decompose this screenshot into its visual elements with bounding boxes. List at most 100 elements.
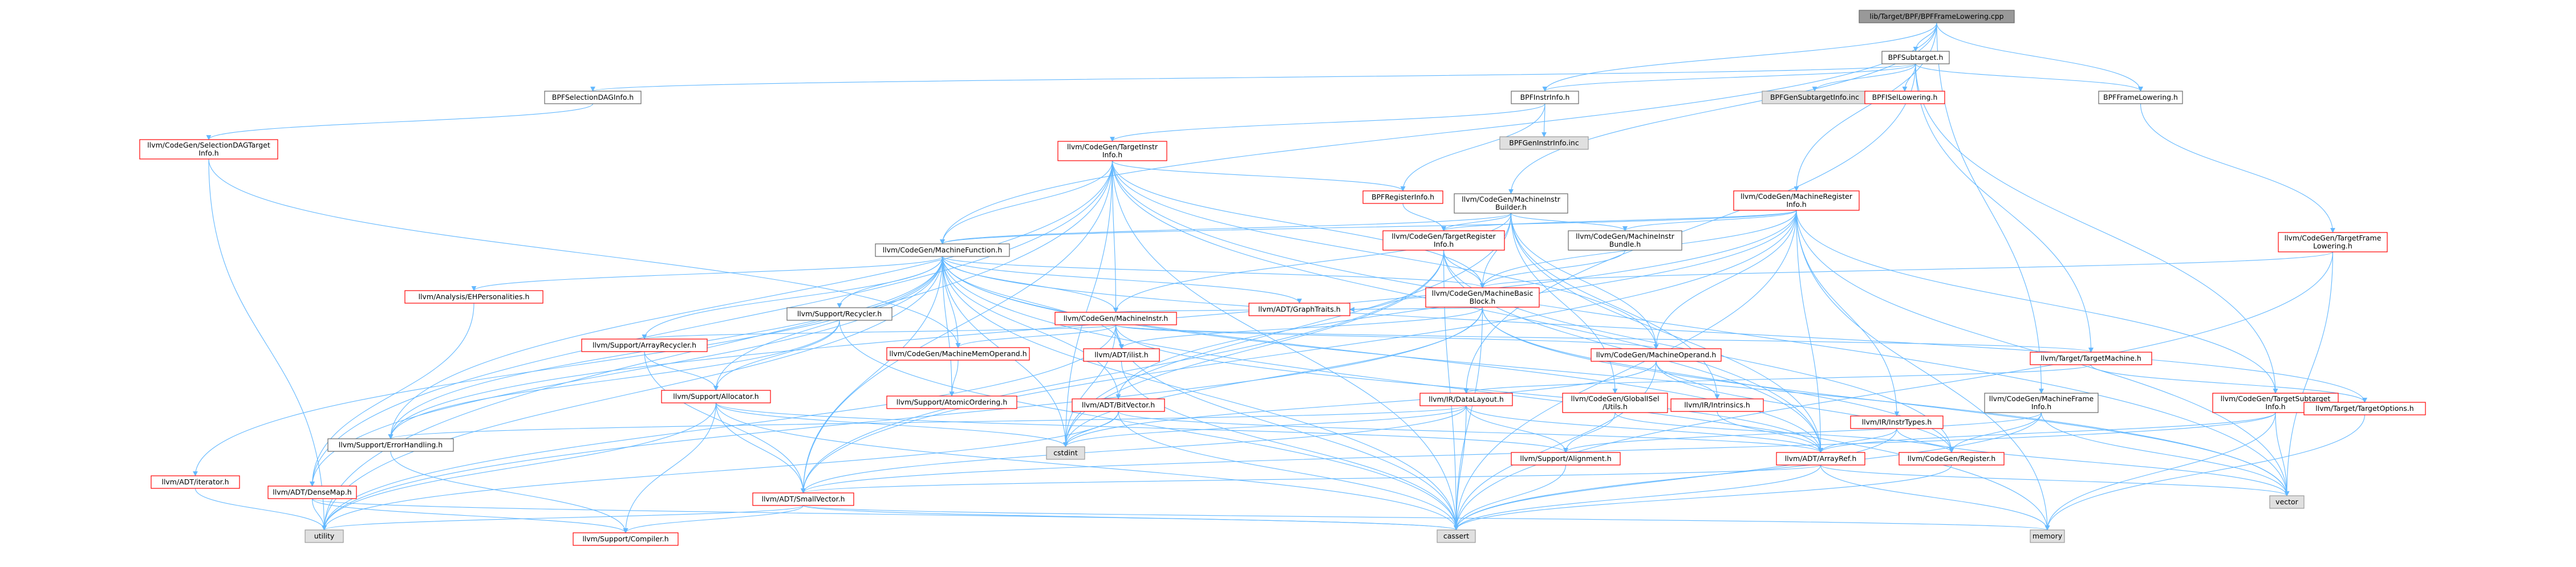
node-label: BPFInstrInfo.h — [1520, 93, 1570, 101]
node-box — [573, 532, 679, 546]
node-topts[interactable]: llvm/Target/TargetOptions.h — [2303, 402, 2426, 415]
node-label: llvm/CodeGen/MachineInstr — [1576, 232, 1675, 240]
edge-arrayref-to-cassert — [1454, 464, 1822, 531]
node-cgmf[interactable]: llvm/CodeGen/MachineFunction.h — [875, 243, 1010, 257]
node-label: llvm/IR/Intrinsics.h — [1684, 401, 1750, 409]
node-memory[interactable]: memory — [2030, 529, 2065, 543]
node-atomicord[interactable]: llvm/Support/AtomicOrdering.h — [886, 395, 1017, 409]
edge-gisel-to-cgreg — [1614, 412, 1954, 453]
node-label: llvm/Support/Alignment.h — [1520, 454, 1611, 463]
node-cstdint[interactable]: cstdint — [1046, 446, 1085, 460]
edge-cgmf-to-ehpers — [471, 256, 943, 291]
node-label: llvm/CodeGen/TargetRegister — [1392, 232, 1496, 240]
node-alignment[interactable]: llvm/Support/Alignment.h — [1511, 452, 1621, 466]
edge-cgtii-to-densemap — [310, 160, 1113, 487]
edge-cgreg-to-cassert — [1454, 464, 1952, 531]
edge-cgmri-to-cgmibundle — [1622, 210, 1797, 231]
node-graphtraits[interactable]: llvm/ADT/GraphTraits.h — [1248, 303, 1350, 316]
node-densemap[interactable]: llvm/ADT/DenseMap.h — [267, 486, 357, 499]
node-label: BPFGenSubtargetInfo.inc — [1770, 93, 1859, 101]
edge-cgseldag-to-cgmmo — [208, 158, 961, 348]
node-bpfframelow[interactable]: BPFFrameLowering.h — [2098, 91, 2183, 104]
edge-cgmri-to-cgmo — [1653, 210, 1797, 349]
node-cgmo[interactable]: llvm/CodeGen/MachineOperand.h — [1591, 348, 1722, 362]
edge-irinstr-to-vector — [1896, 428, 2290, 496]
edge-cgmi-to-tm — [1115, 324, 2094, 353]
edge-datalayout-to-errhandling — [388, 405, 1467, 439]
node-bpfgensubinc[interactable]: BPFGenSubtargetInfo.inc — [1762, 91, 1868, 104]
node-label: llvm/ADT/ilist.h — [1094, 350, 1148, 359]
node-bpfreginfo[interactable]: BPFRegisterInfo.h — [1362, 190, 1443, 204]
node-label: cassert — [1443, 532, 1469, 540]
node-adtiter[interactable]: llvm/ADT/iterator.h — [151, 475, 240, 489]
edge-cgtii-to-cgmi — [1111, 160, 1118, 313]
node-root[interactable]: lib/Target/BPF/BPFFrameLowering.cpp — [1859, 10, 2015, 23]
edge-bitvector-to-cassert — [1118, 411, 1459, 531]
node-label: llvm/ADT/GraphTraits.h — [1258, 305, 1340, 313]
node-errhandling[interactable]: llvm/Support/ErrorHandling.h — [327, 438, 454, 452]
node-bpfgeninstrinc[interactable]: BPFGenInstrInfo.inc — [1499, 136, 1589, 150]
node-irinstr[interactable]: llvm/IR/InstrTypes.h — [1850, 415, 1944, 429]
node-arrayrecycler[interactable]: llvm/Support/ArrayRecycler.h — [581, 338, 708, 352]
node-vector[interactable]: vector — [2269, 495, 2305, 509]
node-cassert[interactable]: cassert — [1437, 529, 1476, 543]
edge-cgmri-to-cassert — [1454, 210, 1797, 531]
node-intrinsics[interactable]: llvm/IR/Intrinsics.h — [1670, 398, 1764, 412]
edge-adtiter-to-utility — [194, 488, 327, 531]
node-label: Block.h — [1470, 297, 1496, 305]
edge-cgmf-to-smallvec — [801, 256, 943, 493]
node-cgmmo[interactable]: llvm/CodeGen/MachineMemOperand.h — [886, 347, 1030, 361]
node-arrayref[interactable]: llvm/ADT/ArrayRef.h — [1776, 452, 1865, 466]
node-label: llvm/CodeGen/Register.h — [1908, 454, 1995, 463]
edge-cgmfi-to-cgreg — [1949, 412, 2042, 453]
node-recycler[interactable]: llvm/Support/Recycler.h — [786, 307, 893, 321]
edge-arrayrecycler-to-smallvec — [644, 351, 806, 493]
node-box — [267, 486, 357, 499]
node-cgmi[interactable]: llvm/CodeGen/MachineInstr.h — [1054, 312, 1177, 325]
node-compiler[interactable]: llvm/Support/Compiler.h — [573, 532, 679, 546]
node-tm[interactable]: llvm/Target/TargetMachine.h — [2030, 352, 2152, 365]
edge-root-to-cgmf — [940, 22, 1937, 244]
node-bpfsubtarget[interactable]: BPFSubtarget.h — [1881, 51, 1950, 64]
node-box — [1046, 446, 1085, 460]
edge-cgmbb-to-graphtraits — [1349, 297, 1426, 312]
edge-smallvec-to-utility — [322, 505, 804, 531]
node-allocator[interactable]: llvm/Support/Allocator.h — [661, 390, 771, 403]
edge-cgtsi-to-arrayref — [1818, 412, 2276, 453]
node-datalayout[interactable]: llvm/IR/DataLayout.h — [1419, 393, 1513, 406]
node-label: llvm/Analysis/EHPersonalities.h — [419, 292, 530, 301]
node-box — [1072, 398, 1165, 412]
node-ilist[interactable]: llvm/ADT/ilist.h — [1083, 348, 1160, 362]
node-utility[interactable]: utility — [305, 529, 344, 543]
node-bpfinstrinfo[interactable]: BPFInstrInfo.h — [1511, 91, 1579, 104]
edge-cgmri-to-cgmf — [940, 210, 1797, 244]
node-box — [886, 347, 1030, 361]
node-bpfisel[interactable]: BPFISelLowering.h — [1864, 91, 1945, 104]
edge-bpfreginfo-to-cgtri — [1402, 203, 1446, 231]
edge-cgmf-to-cgmmo — [942, 256, 961, 348]
edge-densemap-to-compiler — [311, 498, 628, 533]
node-gisel[interactable]: llvm/CodeGen/GlobalISel/Utils.h — [1562, 393, 1668, 413]
edge-bpfseldag-to-cgseldag — [206, 103, 594, 140]
node-smallvec[interactable]: llvm/ADT/SmallVector.h — [752, 492, 854, 506]
node-ehpers[interactable]: llvm/Analysis/EHPersonalities.h — [404, 290, 543, 304]
node-label: llvm/ADT/ArrayRef.h — [1785, 454, 1857, 463]
edge-cgtfl-to-cassert — [1454, 251, 2334, 531]
node-bpfseldag[interactable]: BPFSelectionDAGInfo.h — [544, 91, 642, 104]
node-box — [139, 139, 278, 160]
edge-datalayout-to-arrayref — [1466, 405, 1823, 453]
edge-cgtsi-to-vector — [2275, 412, 2290, 496]
node-label: Info.h — [1102, 150, 1122, 159]
node-cgreg[interactable]: llvm/CodeGen/Register.h — [1898, 452, 2005, 466]
node-box — [2098, 91, 2183, 104]
node-bitvector[interactable]: llvm/ADT/BitVector.h — [1072, 398, 1165, 412]
